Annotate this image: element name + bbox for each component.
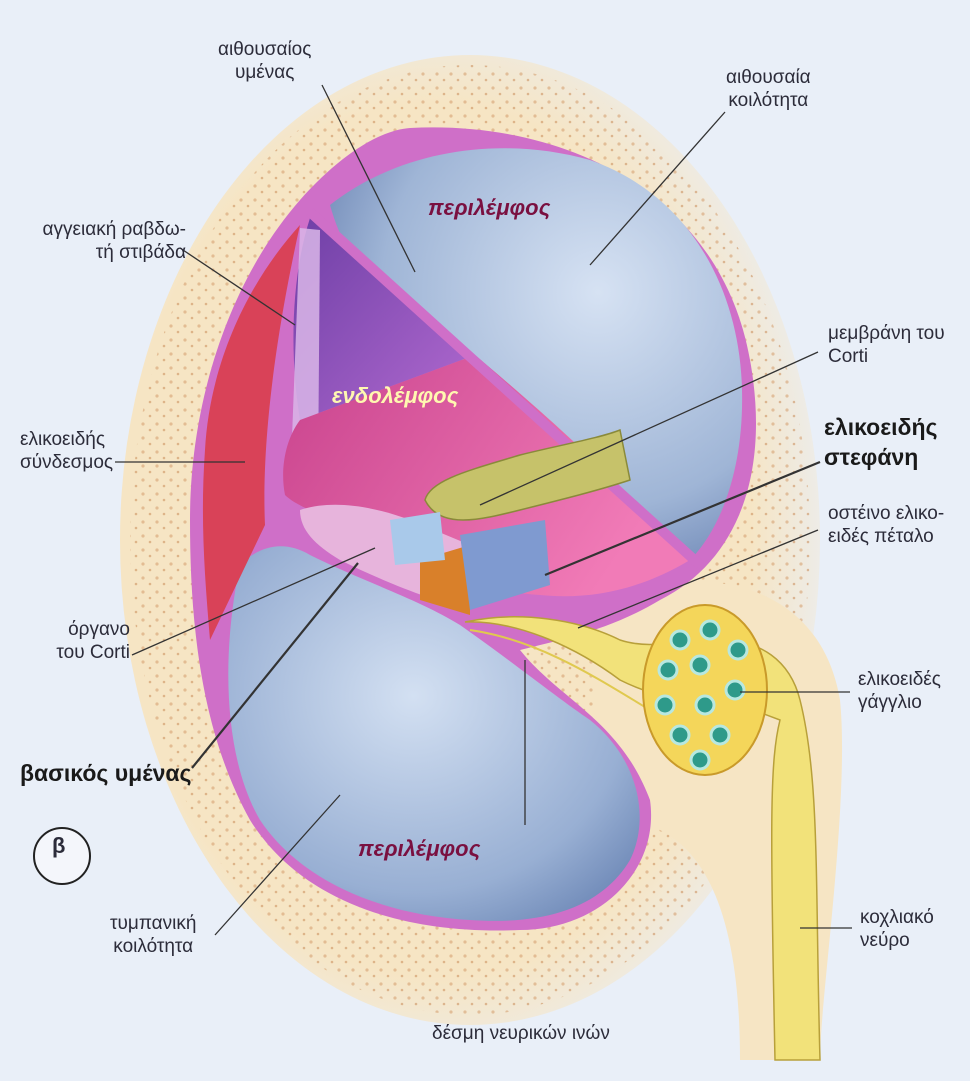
label-spiral-ganglion: ελικοειδές γάγγλιο — [858, 668, 941, 714]
label-spiral-limbus: ελικοειδής στεφάνη — [824, 412, 937, 472]
label-scala-vestibuli: αιθουσαία κοιλότητα — [726, 66, 811, 112]
label-basilar-membrane: βασικός υμένας — [20, 758, 192, 788]
panel-letter: β — [52, 834, 65, 857]
label-spiral-ligament: ελικοειδής σύνδεσμος — [20, 428, 113, 474]
label-cochlear-nerve: κοχλιακό νεύρο — [860, 906, 934, 952]
label-organ-of-corti: όργανο του Corti — [20, 618, 130, 664]
label-scala-tympani: τυμπανική κοιλότητα — [110, 912, 196, 958]
label-perilymph-upper: περιλέμφος — [428, 196, 550, 219]
spiral-ganglion — [643, 605, 767, 775]
label-osseous-spiral-lamina: οστέινο ελικο- ειδές πέταλο — [828, 502, 944, 548]
label-tectorial-membrane: μεμβράνη του Corti — [828, 322, 945, 368]
label-stria-vascularis: αγγειακή ραβδω- τή στιβάδα — [10, 218, 186, 264]
label-nerve-fiber-bundle: δέσμη νευρικών ινών — [432, 1022, 610, 1045]
label-perilymph-lower: περιλέμφος — [358, 837, 480, 860]
label-endolymph: ενδολέμφος — [332, 384, 458, 407]
label-reissner-membrane: αιθουσαίος υμένας — [218, 38, 311, 84]
